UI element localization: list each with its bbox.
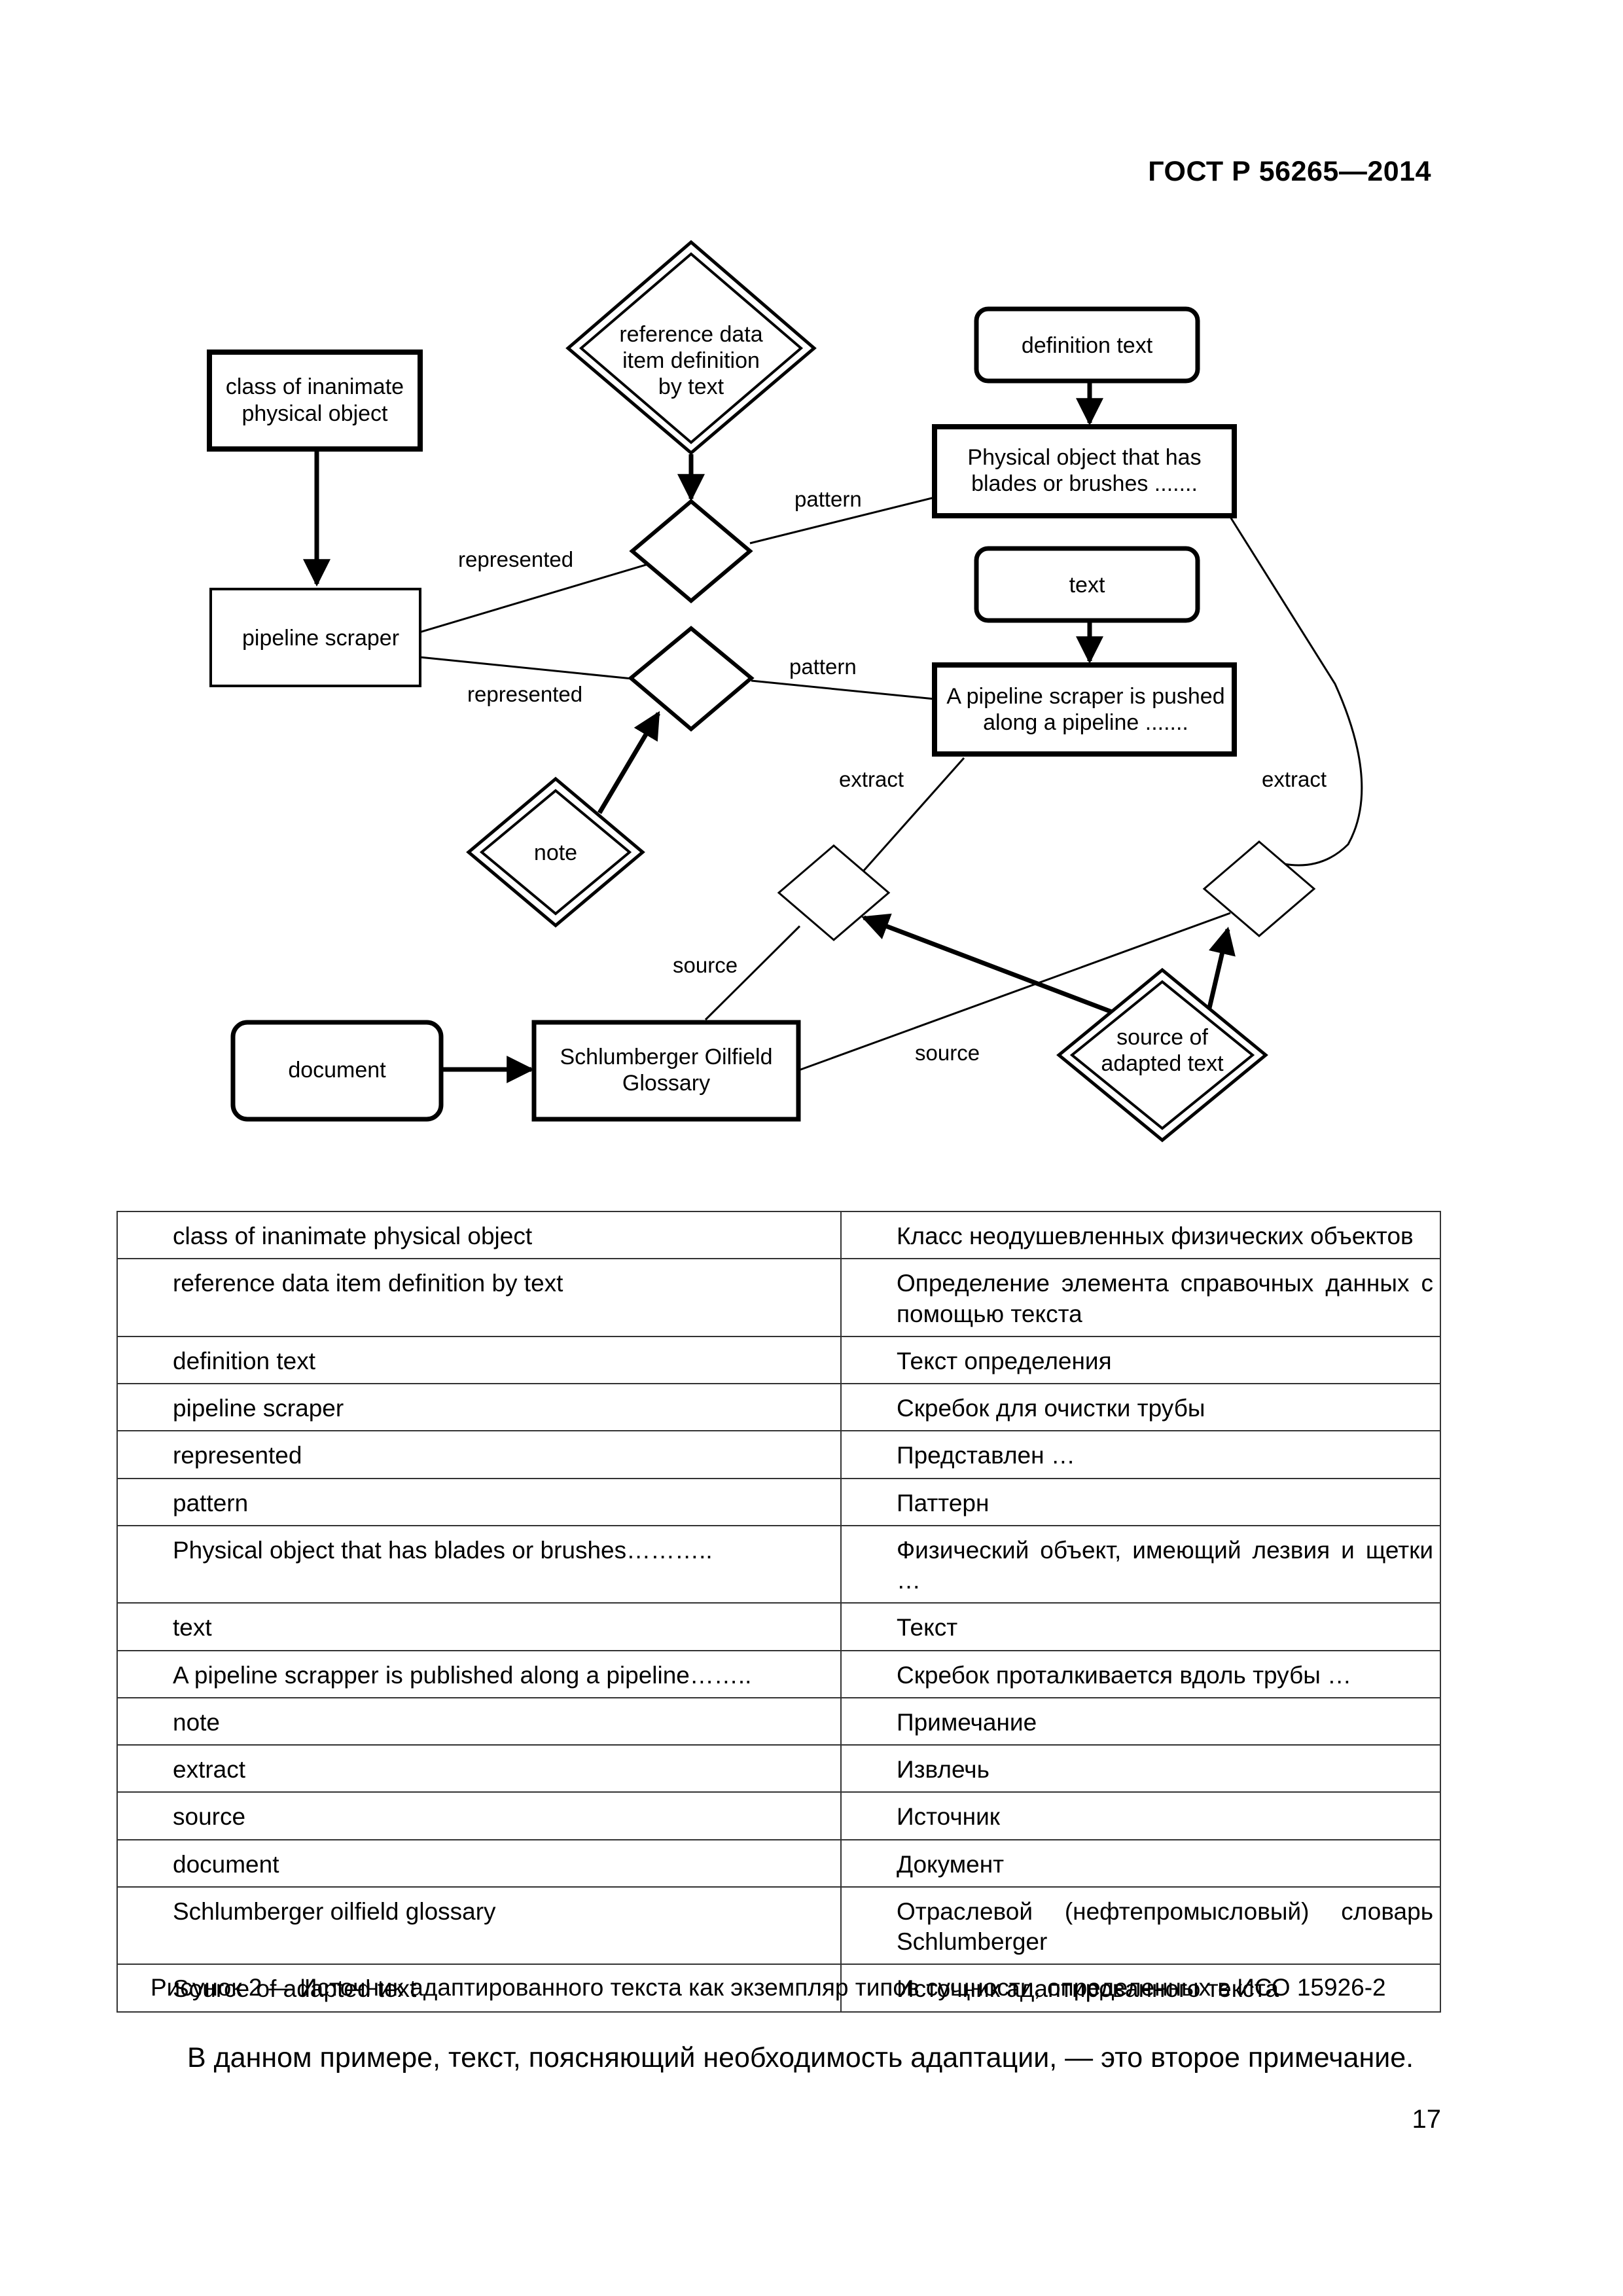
body-paragraph: В данном примере, текст, поясняющий необ…: [187, 2042, 1414, 2073]
glossary-term-en: note: [116, 1696, 842, 1746]
glossary-term-ru: Текст определения: [840, 1335, 1441, 1385]
glossary-term-en: extract: [116, 1744, 842, 1793]
node-text: [974, 546, 1200, 623]
edge-label-source-2: source: [915, 1041, 980, 1065]
relation-diamond-1: [629, 499, 753, 603]
edge-diamond1-to-physical-object: [749, 496, 935, 545]
glossary-term-en: pipeline scraper: [116, 1382, 842, 1432]
node-text-label: text: [1069, 573, 1105, 598]
glossary-term-en: represented: [116, 1430, 842, 1479]
edge-label-extract-1: extract: [839, 767, 904, 791]
glossary-term-ru: Скребок проталкивается вдоль трубы …: [840, 1649, 1441, 1698]
node-definition-text-label: definition text: [1022, 333, 1153, 358]
glossary-term-ru: Источник: [840, 1791, 1441, 1840]
glossary-row: A pipeline scrapper is published along a…: [116, 1649, 1441, 1698]
edge-label-represented-2: represented: [467, 682, 582, 706]
node-physical-object-text: [932, 424, 1237, 518]
node-class-of-inanimate: [207, 350, 423, 452]
glossary-term-en: pattern: [116, 1477, 842, 1526]
edge-pushed-text-to-extract-diamond: [863, 757, 965, 871]
edge-label-pattern-2: pattern: [789, 655, 857, 679]
edge-scraper-to-diamond2: [419, 656, 633, 680]
glossary-term-en: source: [116, 1791, 842, 1840]
edge-schlumberger-to-extract-diamond: [704, 925, 801, 1021]
glossary-term-en: Source of adapted text: [116, 1964, 842, 2013]
edge-physical-object-to-right-diamond: [1229, 516, 1363, 867]
glossary-term-ru: Документ: [840, 1839, 1441, 1888]
glossary-term-en: class of inanimate physical object: [116, 1210, 842, 1260]
figure-caption: Рисунок 2 — Источник адаптированного тек…: [151, 1974, 1386, 2001]
edge-schlumberger-to-right-diamond: [798, 912, 1231, 1071]
glossary-term-en: A pipeline scrapper is published along a…: [116, 1649, 842, 1698]
node-pipeline-scraper: [209, 588, 421, 687]
arrow-source-adapted-to-right-diamond: [1207, 926, 1236, 1009]
glossary-term-ru: Источник адаптированного текста: [840, 1964, 1441, 2013]
edge-scraper-to-diamond1: [419, 563, 649, 634]
node-document: [230, 1020, 444, 1122]
node-ref-data-item-outer: [565, 240, 817, 456]
node-note-label: note: [534, 840, 577, 865]
glossary-row: Physical object that has blades or brush…: [116, 1524, 1441, 1604]
node-pipeline-scraper-label: pipeline scraper: [242, 626, 399, 651]
extract-diamond-right: [1202, 840, 1316, 937]
edge-diamond2-to-pushed-text: [751, 679, 935, 700]
page-number: 17: [1412, 2105, 1442, 2134]
glossary-term-en: reference data item definition by text: [116, 1258, 842, 1337]
glossary-term-en: document: [116, 1839, 842, 1888]
glossary-term-ru: Текст: [840, 1602, 1441, 1651]
node-source-adapted-outer: [1056, 967, 1268, 1143]
node-schlumberger: [531, 1020, 801, 1122]
extract-diamond-left: [777, 844, 891, 941]
arrow-source-adapted-to-extract-diamond: [861, 913, 1116, 1016]
glossary-term-ru: Примечание: [840, 1696, 1441, 1746]
glossary-term-ru: Представлен …: [840, 1430, 1441, 1479]
glossary-term-en: text: [116, 1602, 842, 1651]
edge-label-source-1: source: [673, 953, 738, 977]
glossary-term-ru: Физический объект, имеющий лезвия и щетк…: [840, 1524, 1441, 1604]
glossary-term-ru: Паттерн: [840, 1477, 1441, 1526]
node-definition-text: [974, 306, 1200, 384]
node-pipeline-pushed-text: [932, 662, 1237, 757]
relation-diamond-2: [628, 626, 755, 732]
glossary-term-ru: Извлечь: [840, 1744, 1441, 1793]
glossary-term-en: definition text: [116, 1335, 842, 1385]
arrow-note-to-diamond2: [597, 711, 661, 814]
glossary-term-ru: Определение элемента справочных данных с…: [840, 1258, 1441, 1337]
node-note-outer: [466, 776, 645, 928]
edge-label-extract-2: extract: [1262, 767, 1327, 791]
node-document-label: document: [288, 1058, 386, 1083]
glossary-term-en: Schlumberger oilfield glossary: [116, 1886, 842, 1965]
edge-label-represented-1: represented: [458, 547, 573, 571]
glossary-term-en: Physical object that has blades or brush…: [116, 1524, 842, 1604]
glossary-term-ru: Скребок для очистки трубы: [840, 1382, 1441, 1432]
glossary-term-ru: Отраслевой (нефтепромысловый) словарь Sc…: [840, 1886, 1441, 1965]
edge-label-pattern-1: pattern: [794, 487, 862, 511]
standard-code-header: ГОСТ Р 56265—2014: [1148, 156, 1431, 187]
glossary-term-ru: Класс неодушевленных физических объектов: [840, 1210, 1441, 1260]
